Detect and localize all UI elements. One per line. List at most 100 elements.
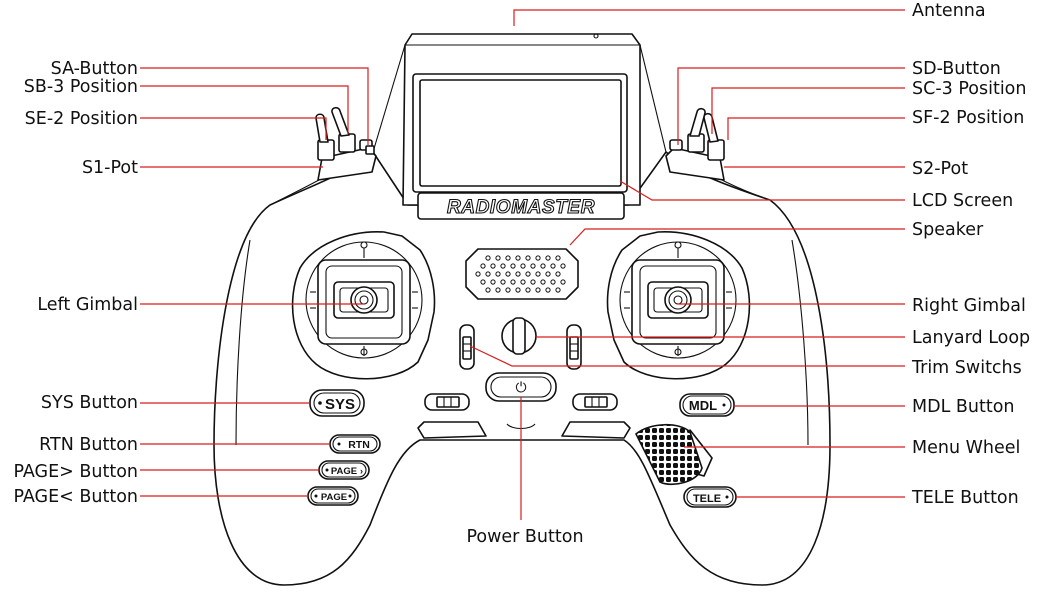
speaker-hole xyxy=(485,255,491,261)
speaker-hole xyxy=(545,255,551,261)
right-horizontal-trim xyxy=(572,393,618,411)
leader-se-2 xyxy=(140,117,327,140)
left-gimbal xyxy=(291,231,436,380)
callout-labels: Antenna SA-Button SB-3 Position SE-2 Pos… xyxy=(13,1,1030,547)
speaker-hole xyxy=(525,287,531,293)
label-trim-switches: Trim Switchs xyxy=(911,358,1022,378)
speaker-hole xyxy=(560,279,566,285)
label-menu-wheel: Menu Wheel xyxy=(912,438,1020,458)
speaker-grille xyxy=(465,248,579,300)
leader-lcd-screen xyxy=(619,180,905,201)
sys-button-label: SYS xyxy=(325,396,355,413)
tele-button[interactable]: TELE xyxy=(683,486,737,508)
speaker-hole xyxy=(535,271,541,277)
label-sys-button: SYS Button xyxy=(41,393,138,413)
label-mdl-button: MDL Button xyxy=(912,397,1015,417)
speaker-hole xyxy=(500,263,506,269)
speaker-hole xyxy=(555,255,561,261)
label-lcd-screen: LCD Screen xyxy=(912,191,1013,211)
speaker-hole xyxy=(555,271,561,277)
right-gimbal xyxy=(606,231,751,380)
speaker-hole xyxy=(495,255,501,261)
label-antenna: Antenna xyxy=(912,1,986,21)
speaker-hole xyxy=(530,279,536,285)
label-se-2-position: SE-2 Position xyxy=(25,109,138,129)
speaker-hole xyxy=(515,255,521,261)
speaker-hole xyxy=(540,279,546,285)
speaker-hole xyxy=(490,279,496,285)
left-vertical-trim xyxy=(459,324,475,370)
label-s2-pot: S2-Pot xyxy=(912,159,968,179)
label-tele-button: TELE Button xyxy=(911,488,1019,508)
leader-speaker xyxy=(569,228,905,246)
speaker-hole xyxy=(485,287,491,293)
speaker-hole xyxy=(560,263,566,269)
bottom-bumps xyxy=(417,421,631,439)
speaker-hole xyxy=(510,279,516,285)
label-page-prev-button: PAGE< Button xyxy=(13,487,138,507)
speaker-hole xyxy=(545,271,551,277)
speaker-hole xyxy=(525,255,531,261)
speaker-hole xyxy=(550,263,556,269)
speaker-hole xyxy=(520,279,526,285)
menu-wheel[interactable] xyxy=(635,423,713,486)
page-next-button[interactable]: PAGE › xyxy=(318,460,370,480)
leader-sa-button xyxy=(140,67,369,145)
right-vertical-trim xyxy=(566,324,582,370)
leader-antenna xyxy=(513,9,905,26)
speaker-hole xyxy=(520,263,526,269)
left-horizontal-trim xyxy=(424,393,470,411)
power-button[interactable]: ⏻ xyxy=(485,372,557,402)
speaker-hole xyxy=(505,287,511,293)
speaker-hole xyxy=(535,287,541,293)
leader-sc-3 xyxy=(711,87,905,134)
label-sb-3-position: SB-3 Position xyxy=(24,77,138,97)
controller-body xyxy=(213,151,831,586)
sys-button[interactable]: SYS xyxy=(309,389,365,417)
page-prev-button[interactable]: PAGE xyxy=(307,486,359,506)
speaker-hole xyxy=(515,271,521,277)
mdl-button-label: MDL xyxy=(689,398,717,413)
speaker-hole xyxy=(475,271,481,277)
tele-button-label: TELE xyxy=(693,493,721,505)
page-next-button-label: PAGE xyxy=(331,466,357,477)
lcd-screen xyxy=(412,73,628,193)
label-sc-3-position: SC-3 Position xyxy=(912,79,1026,99)
speaker-hole xyxy=(480,263,486,269)
label-power-button: Power Button xyxy=(466,527,583,547)
leader-lines xyxy=(140,9,905,520)
mdl-button[interactable]: MDL xyxy=(679,393,735,417)
label-sf-2-position: SF-2 Position xyxy=(912,108,1024,128)
label-speaker: Speaker xyxy=(912,220,984,240)
page-prev-button-label: PAGE xyxy=(321,492,347,503)
leader-sf-2 xyxy=(727,117,905,140)
rtn-button-label: RTN xyxy=(348,439,370,451)
power-icon: ⏻ xyxy=(515,380,526,396)
leader-sd-button xyxy=(677,67,905,145)
speaker-hole xyxy=(550,279,556,285)
speaker-hole xyxy=(480,279,486,285)
speaker-hole xyxy=(505,255,511,261)
speaker-hole xyxy=(510,263,516,269)
page-next-arrow-icon: › xyxy=(360,466,363,476)
speaker-hole xyxy=(525,271,531,277)
right-shoulder-switches xyxy=(665,107,725,181)
speaker-hole xyxy=(495,271,501,277)
logo-plate: RADIOMASTER xyxy=(417,192,625,220)
speaker-hole xyxy=(490,263,496,269)
rtn-button[interactable]: RTN xyxy=(329,434,381,454)
lanyard-loop xyxy=(501,317,537,355)
speaker-hole xyxy=(555,287,561,293)
speaker-hole xyxy=(530,263,536,269)
label-s1-pot: S1-Pot xyxy=(82,158,138,178)
label-lanyard-loop: Lanyard Loop xyxy=(912,328,1030,348)
speaker-hole xyxy=(485,271,491,277)
leader-sb-3 xyxy=(140,85,349,134)
label-sa-button: SA-Button xyxy=(51,59,138,79)
label-rtn-button: RTN Button xyxy=(39,435,138,455)
leader-trim-switches xyxy=(469,345,905,367)
label-left-gimbal: Left Gimbal xyxy=(37,295,138,315)
label-right-gimbal: Right Gimbal xyxy=(912,296,1026,316)
speaker-hole xyxy=(505,271,511,277)
logo-text: RADIOMASTER xyxy=(447,197,595,218)
